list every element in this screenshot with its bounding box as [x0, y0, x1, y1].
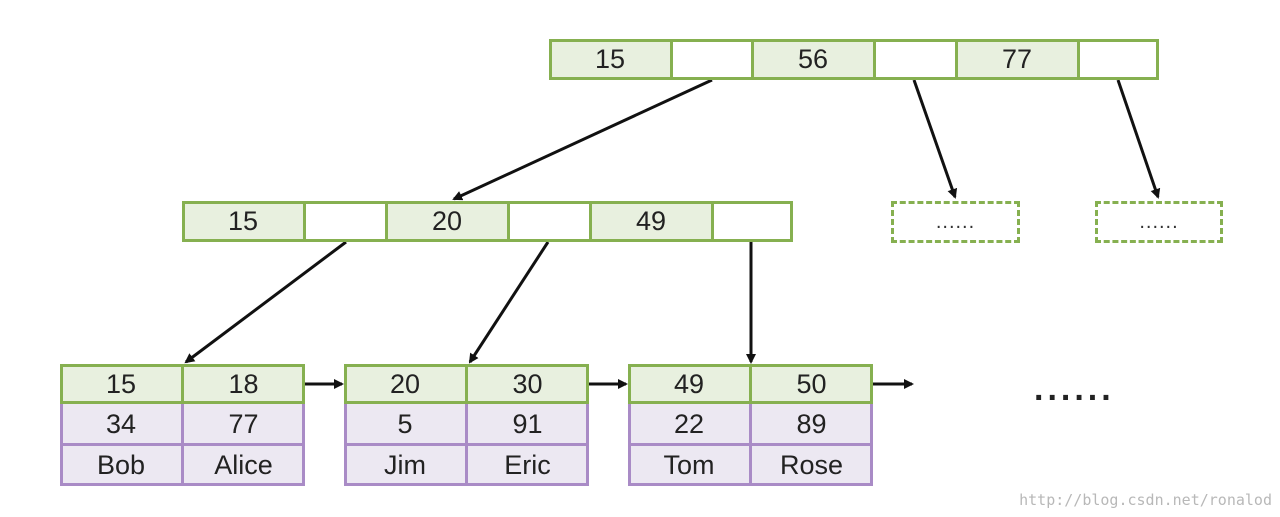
internal-pointer-3 [712, 201, 793, 242]
arrow-internal-to-leaf-2 [468, 241, 550, 364]
trailing-ellipsis: ...... [1034, 370, 1115, 408]
leaf-3-key-2: 50 [750, 364, 873, 404]
leaf-1-key-2: 18 [182, 364, 305, 404]
root-pointer-3 [1078, 39, 1159, 80]
root-key-3: 77 [956, 39, 1078, 80]
placeholder-text-1: ...... [935, 210, 976, 233]
internal-pointer-2 [508, 201, 590, 242]
arrow-root-to-internal [452, 78, 713, 201]
leaf-2-id-1: 5 [344, 404, 466, 444]
placeholder-text-2: ...... [1139, 210, 1179, 233]
leaf-3-id-1: 22 [628, 404, 750, 444]
watermark: http://blog.csdn.net/ronalod [1019, 491, 1272, 509]
leaf-3-key-1: 49 [628, 364, 750, 404]
leaf-3-id-2: 89 [750, 404, 873, 444]
leaf-1-id-2: 77 [182, 404, 305, 444]
arrow-root-to-placeholder-2 [1116, 79, 1161, 199]
leaf-1-name-1: Bob [60, 444, 182, 486]
root-key-2: 56 [752, 39, 874, 80]
leaf-1-id-1: 34 [60, 404, 182, 444]
leaf-2-key-1: 20 [344, 364, 466, 404]
root-pointer-1 [671, 39, 752, 80]
internal-key-3: 49 [590, 201, 712, 242]
root-key-1: 15 [549, 39, 671, 80]
leaf-1-name-2: Alice [182, 444, 305, 486]
leaf-2-name-1: Jim [344, 444, 466, 486]
arrow-internal-to-leaf-1 [184, 240, 347, 364]
internal-pointer-1 [304, 201, 386, 242]
leaf-2-name-2: Eric [466, 444, 589, 486]
leaf-1-key-1: 15 [60, 364, 182, 404]
leaf-3-name-2: Rose [750, 444, 873, 486]
arrow-root-to-placeholder-1 [912, 79, 958, 199]
internal-key-1: 15 [182, 201, 304, 242]
leaf-2-key-2: 30 [466, 364, 589, 404]
internal-key-2: 20 [386, 201, 508, 242]
leaf-3-name-1: Tom [628, 444, 750, 486]
leaf-2-id-2: 91 [466, 404, 589, 444]
root-pointer-2 [874, 39, 956, 80]
